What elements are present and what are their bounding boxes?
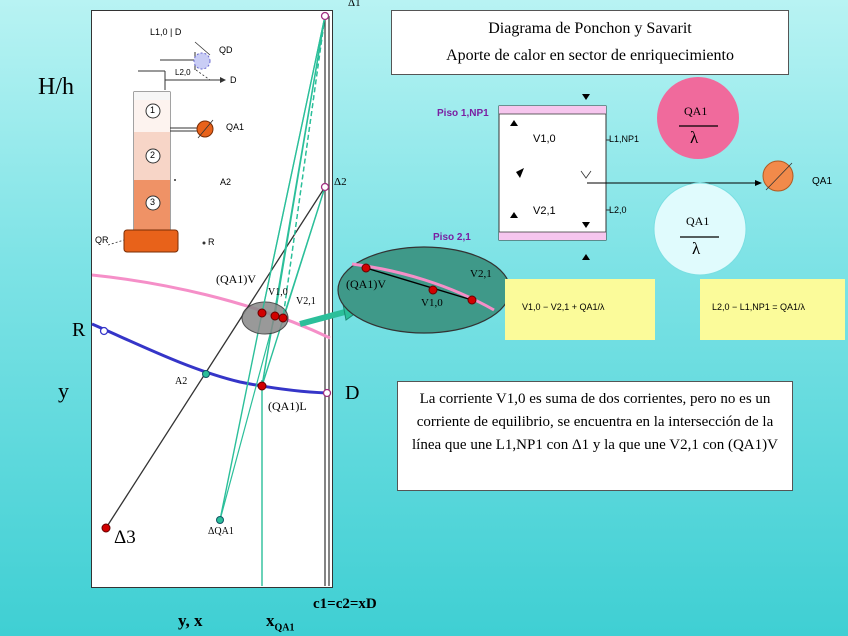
stage-sketch: [498, 94, 794, 260]
piso-top-label: Piso 1,NP1: [437, 108, 489, 119]
point-delta3: [101, 523, 111, 533]
piso-bottom-label: Piso 2,1: [433, 232, 471, 243]
col-QD: QD: [219, 45, 233, 55]
column-sketch: [107, 41, 226, 253]
equation-2: L2,0 − L1,NP1 = QA1/λ: [712, 302, 806, 312]
stage-L1NP: L1,NP1: [609, 134, 640, 144]
label-A2: A2: [175, 376, 188, 387]
label-xqa1: xQA1: [266, 611, 295, 634]
col-stage2: 2: [150, 150, 156, 160]
bubble-pink: [657, 77, 739, 159]
point-R: [99, 326, 109, 336]
bubble-bottom-num: QA1: [686, 214, 710, 228]
title-box: Diagrama de Ponchon y Savarit Aporte de …: [391, 10, 789, 75]
title-line2: Aporte de calor en sector de enriquecimi…: [446, 47, 734, 64]
equation-box-1: [505, 279, 655, 340]
y-axis-label: H/h: [38, 74, 74, 100]
col-L10-D: L1,0 | D: [150, 27, 182, 37]
col-R: R: [208, 237, 215, 247]
label-R: R: [72, 319, 86, 341]
point-V21: [278, 313, 288, 323]
zoom-QA1V: (QA1)V: [346, 277, 386, 291]
title-line1: Diagrama de Ponchon y Savarit: [488, 20, 692, 37]
label-QA1L: (QA1)L: [268, 399, 307, 413]
bubble-top-den: λ: [690, 128, 699, 147]
label-y-x: y, x: [178, 611, 203, 630]
point-D: [322, 388, 332, 398]
col-stage1: 1: [150, 105, 156, 115]
bubble-cyan: [653, 182, 747, 276]
label-QA1V: (QA1)V: [216, 272, 256, 286]
point-QA1V: [257, 308, 267, 318]
liquid-curve: [91, 322, 328, 395]
point-A2: [202, 370, 210, 378]
col-A2: A2: [220, 177, 232, 187]
stage-QA1: QA1: [812, 176, 833, 187]
col-QA1: QA1: [226, 122, 245, 132]
vapor-curve: [91, 273, 331, 340]
label-delta2: Δ2: [334, 176, 347, 188]
bubble-top-num: QA1: [684, 104, 708, 118]
stage-L20: L2,0: [609, 205, 627, 215]
equation-box-2: [700, 279, 845, 340]
explanation-text: La corriente V1,0 es suma de dos corrien…: [412, 391, 778, 453]
label-y: y: [58, 378, 69, 403]
col-QR: QR: [95, 235, 109, 245]
stage-V21: V2,1: [533, 205, 556, 217]
point-delta-qa1: [216, 516, 224, 524]
point-delta2: [320, 182, 330, 192]
point-QA1L: [257, 381, 267, 391]
zoom-V21: V2,1: [470, 268, 492, 280]
label-delta-qa1: ΔQA1: [208, 526, 234, 537]
label-V10: V1,0: [268, 287, 288, 298]
col-stage3: 3: [150, 197, 156, 207]
point-delta1: [320, 11, 330, 21]
label-delta1: Δ1: [348, 0, 361, 9]
diagram-panel: [91, 10, 333, 588]
stage-V10: V1,0: [533, 133, 556, 145]
zoom-V10: V1,0: [421, 297, 443, 309]
equation-1: V1,0 − V2,1 + QA1/λ: [522, 302, 605, 312]
bubble-bottom-den: λ: [692, 239, 701, 258]
label-delta3: Δ3: [114, 527, 136, 548]
col-L20: L2,0: [175, 68, 191, 77]
label-c1-c2-xd: c1=c2=xD: [313, 596, 377, 612]
label-D: D: [345, 382, 360, 404]
col-D: D: [230, 75, 237, 85]
label-V21: V2,1: [296, 296, 316, 307]
point-V10: [270, 311, 280, 321]
explanation-box: La corriente V1,0 es suma de dos corrien…: [397, 381, 793, 491]
